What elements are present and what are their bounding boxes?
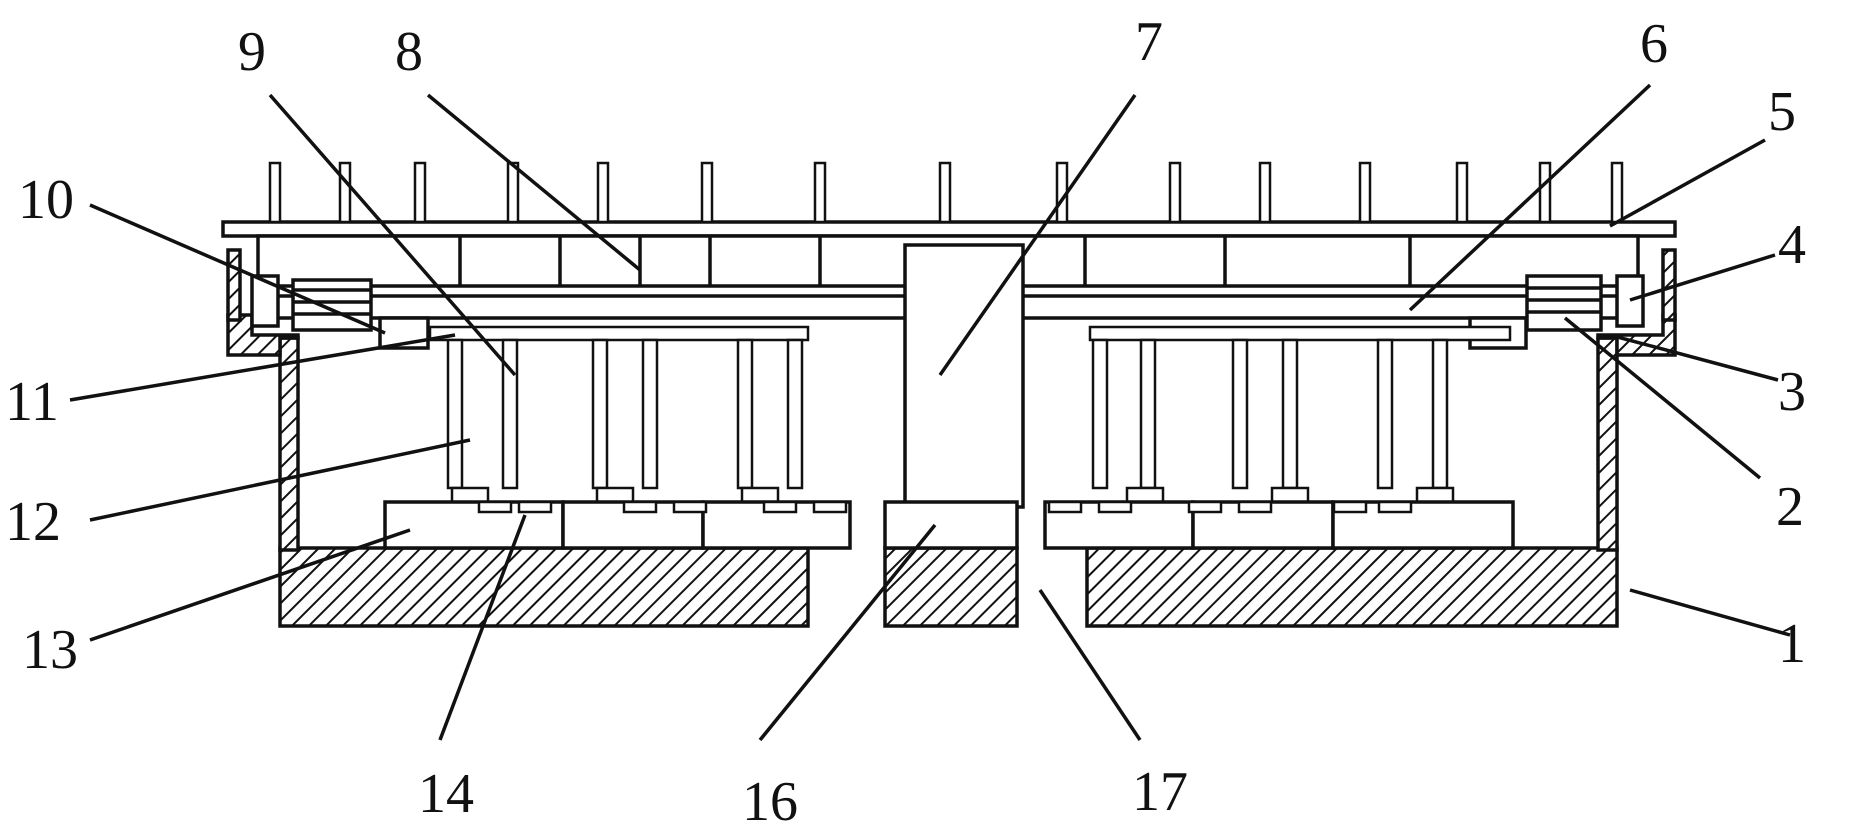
lower-blocks — [383, 500, 1515, 550]
rod — [1376, 338, 1394, 490]
rod — [591, 338, 609, 490]
rail-11 — [428, 325, 1512, 342]
pin — [813, 161, 827, 224]
label-5: 5 — [1768, 81, 1796, 143]
pin — [413, 161, 427, 224]
nub — [1047, 500, 1083, 514]
label-9: 9 — [238, 21, 266, 83]
label-14: 14 — [418, 763, 474, 825]
labels: 1 2 3 4 5 6 7 8 9 10 11 12 13 14 16 17 — [5, 11, 1806, 833]
pin — [1610, 161, 1624, 224]
label-1: 1 — [1778, 613, 1806, 675]
nub — [1097, 500, 1133, 514]
rod — [1431, 338, 1449, 490]
pin — [506, 161, 520, 224]
label-17: 17 — [1132, 761, 1188, 823]
label-16: 16 — [742, 771, 798, 833]
pin — [596, 161, 610, 224]
nub — [762, 500, 798, 514]
nub — [1187, 500, 1223, 514]
label-6: 6 — [1640, 13, 1668, 75]
label-4: 4 — [1778, 214, 1806, 276]
label-7: 7 — [1135, 11, 1163, 73]
pin — [1168, 161, 1182, 224]
rod-foot — [1270, 486, 1310, 504]
nub — [812, 500, 848, 514]
leader-lines — [69, 83, 1791, 742]
label-10: 10 — [18, 169, 74, 231]
rod-foot — [595, 486, 635, 504]
rod — [1139, 338, 1157, 490]
top-plate — [221, 220, 1677, 238]
label-3: 3 — [1778, 361, 1806, 423]
nub — [1377, 500, 1413, 514]
pin — [1538, 161, 1552, 224]
label-11: 11 — [5, 371, 59, 433]
pin — [1258, 161, 1272, 224]
rod — [786, 338, 804, 490]
nub — [1332, 500, 1368, 514]
label-12: 12 — [5, 491, 61, 553]
rod-foot — [450, 486, 490, 504]
central-column-7 — [903, 243, 1025, 509]
pin — [338, 161, 352, 224]
pin — [1455, 161, 1469, 224]
pin — [700, 161, 714, 224]
rod — [1281, 338, 1299, 490]
pin — [938, 161, 952, 224]
nub — [622, 500, 658, 514]
label-13: 13 — [22, 619, 78, 681]
rod — [1091, 338, 1109, 490]
pin — [268, 161, 282, 224]
nub — [1237, 500, 1273, 514]
pin — [1358, 161, 1372, 224]
label-8: 8 — [395, 21, 423, 83]
label-2: 2 — [1776, 476, 1804, 538]
rod-foot — [1415, 486, 1455, 504]
nub — [672, 500, 708, 514]
gear-blocks — [250, 274, 1645, 350]
rod — [1231, 338, 1249, 490]
rod-foot — [1125, 486, 1165, 504]
rod — [736, 338, 754, 490]
nub — [517, 500, 553, 514]
rod — [501, 338, 519, 490]
pin-row — [268, 161, 1624, 224]
rod — [446, 338, 464, 490]
rod-foot — [740, 486, 780, 504]
rod — [641, 338, 659, 490]
nub — [477, 500, 513, 514]
